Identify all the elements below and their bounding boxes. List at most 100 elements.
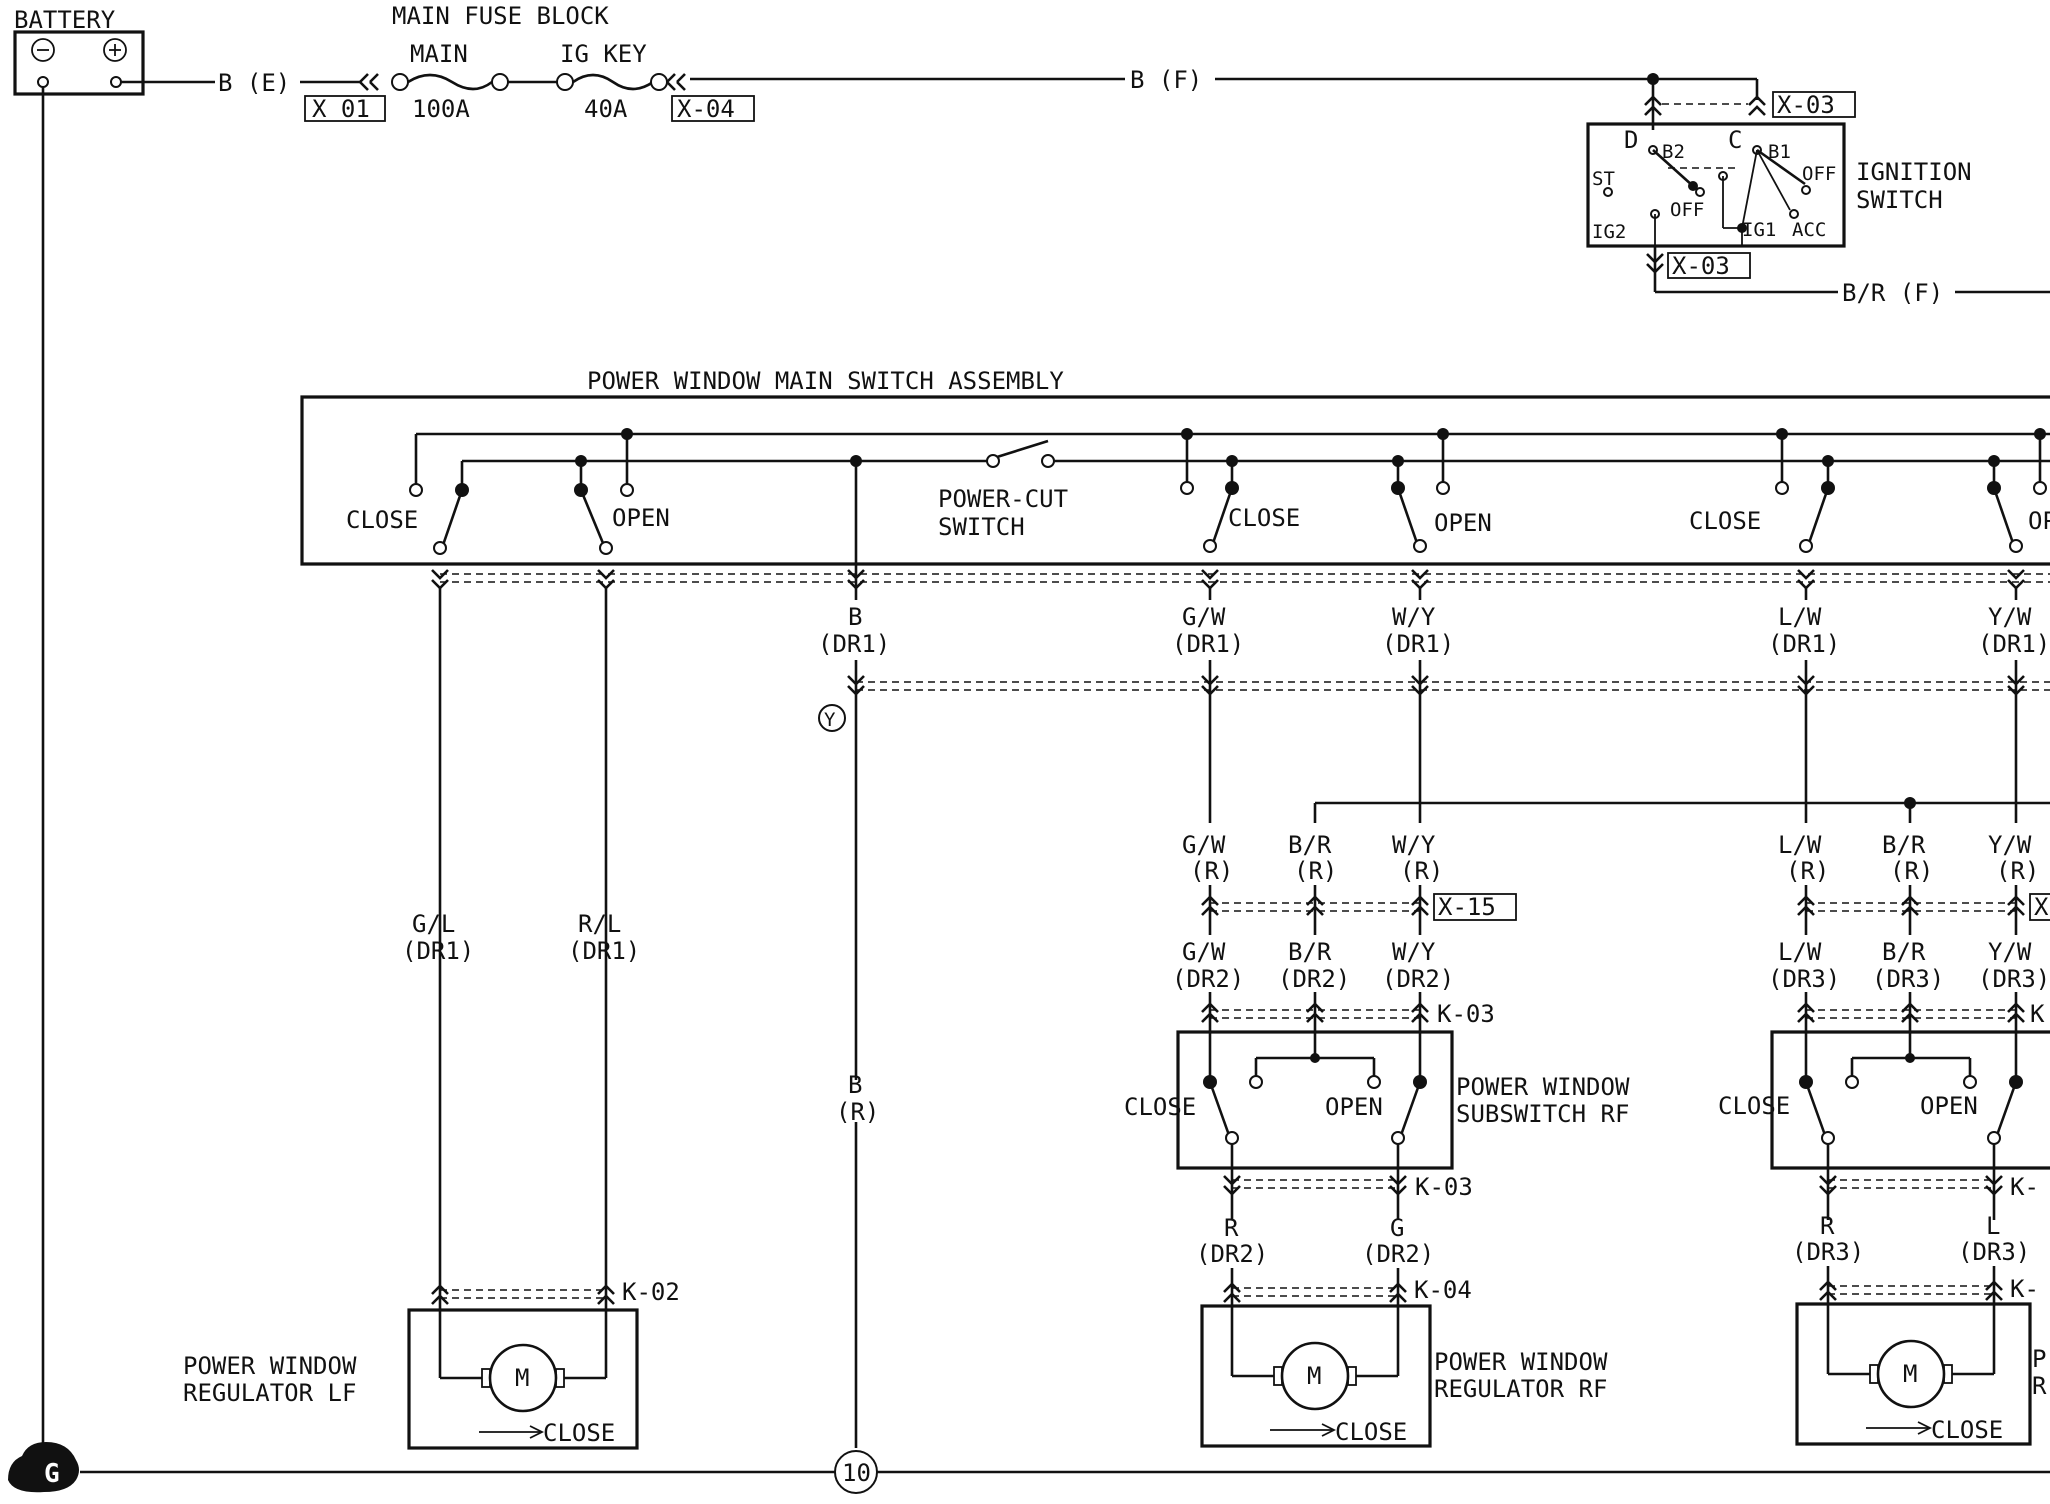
ig-pin-b2: B2	[1662, 141, 1685, 163]
ig-pin-st: ST	[1592, 168, 1615, 190]
wire-gl-dr1-color: G/L	[412, 910, 455, 938]
power-window-subswitch-rf: CLOSE OPEN POWER WINDOW SUBSWITCH RF	[1124, 1030, 1630, 1170]
connector-x01: X 01	[312, 95, 370, 123]
wire-br-dr2-loc: (DR2)	[1278, 965, 1350, 993]
wire-gl-dr1-loc: (DR1)	[402, 937, 474, 965]
ig-pin-ig2: IG2	[1592, 221, 1626, 243]
connector-x15: X-15	[1438, 893, 1496, 921]
main-open-2: OPEN	[1434, 509, 1492, 537]
regulator-lf-title-2: REGULATOR LF	[183, 1379, 356, 1407]
wire-rl-dr1-color: R/L	[578, 910, 621, 938]
regulator-lf-title-1: POWER WINDOW	[183, 1352, 357, 1380]
regulator-rf-motor: M	[1307, 1362, 1321, 1390]
wire-lw-r-color: L/W	[1778, 831, 1822, 859]
wire-lw-dr1-color: L/W	[1778, 603, 1822, 631]
connector-k-c2: K-	[2010, 1173, 2039, 1201]
wire-gw-r-loc: (R)	[1190, 857, 1233, 885]
fuse-main-rating: 100A	[412, 95, 470, 123]
regulator-rf-title-1: POWER WINDOW	[1434, 1348, 1608, 1376]
wire-gw-dr2-color: G/W	[1182, 938, 1226, 966]
subswitch-rf-open: OPEN	[1325, 1093, 1383, 1121]
wire-wy-dr1-loc: (DR1)	[1382, 630, 1454, 658]
fuse-block-title: MAIN FUSE BLOCK	[392, 2, 609, 30]
ig-pin-b1: B1	[1768, 141, 1791, 163]
ig-pin-ig1: IG1	[1742, 219, 1776, 241]
main-close-3: CLOSE	[1689, 507, 1761, 535]
wire-yw-r-color: Y/W	[1988, 831, 2032, 859]
wire-g-dr2-loc: (DR2)	[1362, 1240, 1434, 1268]
wire-br-r2-loc: (R)	[1890, 857, 1933, 885]
fuse-key-rating: 40A	[584, 95, 628, 123]
regulator-3-motor: M	[1903, 1360, 1917, 1388]
wire-wy-dr2-color: W/Y	[1392, 938, 1436, 966]
wire-wy-r-color: W/Y	[1392, 831, 1436, 859]
node-y-label: Y	[824, 709, 836, 731]
wire-br-dr2-color: B/R	[1288, 938, 1332, 966]
ig-pin-c: C	[1728, 126, 1742, 154]
regulator-3-title-1: P	[2032, 1345, 2046, 1373]
wire-br-dr3-loc: (DR3)	[1872, 965, 1944, 993]
wire-gw-dr1-color: G/W	[1182, 603, 1226, 631]
main-open-1: OPEN	[612, 504, 670, 532]
wire-b-dr1-color: B	[848, 603, 862, 631]
power-window-regulator-3: K- M CLOSE P R	[1795, 1275, 2047, 1446]
wire-b-e: B (E)	[218, 69, 290, 97]
subswitch-3-open: OPEN	[1920, 1092, 1978, 1120]
wire-gw-dr1-loc: (DR1)	[1172, 630, 1244, 658]
ig-pin-d: D	[1624, 126, 1638, 154]
ground-label: G	[44, 1459, 60, 1489]
power-window-subswitch-3: CLOSE OPEN	[1718, 1030, 2050, 1170]
regulator-lf-dir: CLOSE	[543, 1419, 615, 1447]
wire-b-dr1-loc: (DR1)	[818, 630, 890, 658]
wire-l-dr3-color: L	[1986, 1212, 2000, 1240]
fuse-key-label: IG KEY	[560, 40, 647, 68]
power-cut-label-2: SWITCH	[938, 513, 1025, 541]
node-10-label: 10	[842, 1459, 871, 1487]
fuse-main-label: MAIN	[410, 40, 468, 68]
wire-br-r-color: B/R	[1288, 831, 1332, 859]
ignition-title-2: SWITCH	[1856, 186, 1943, 214]
regulator-3-title-2: R	[2032, 1372, 2047, 1400]
regulator-3-dir: CLOSE	[1931, 1416, 2003, 1444]
battery-label: BATTERY	[14, 6, 116, 34]
wire-gw-dr2-loc: (DR2)	[1172, 965, 1244, 993]
ig-pin-acc: ACC	[1792, 219, 1826, 241]
subswitch-rf-title-2: SUBSWITCH RF	[1456, 1100, 1629, 1128]
wire-b-r-loc: (R)	[836, 1098, 879, 1126]
wire-wy-dr2-loc: (DR2)	[1382, 965, 1454, 993]
connector-k03-b: K-03	[1415, 1173, 1473, 1201]
power-window-regulator-rf: K-04 M CLOSE POWER WINDOW REGULATOR RF	[1200, 1276, 1608, 1448]
connector-k02: K-02	[622, 1278, 680, 1306]
wire-wy-dr1-color: W/Y	[1392, 603, 1436, 631]
wire-lw-dr3-loc: (DR3)	[1768, 965, 1840, 993]
wire-rl-dr1-loc: (DR1)	[568, 937, 640, 965]
wire-br-r-loc: (R)	[1294, 857, 1337, 885]
regulator-rf-title-2: REGULATOR RF	[1434, 1375, 1607, 1403]
wire-l-dr3-loc: (DR3)	[1958, 1238, 2030, 1266]
subswitch-3-close: CLOSE	[1718, 1092, 1790, 1120]
wire-r-dr3-loc: (DR3)	[1792, 1238, 1864, 1266]
wire-yw-dr1-loc: (DR1)	[1978, 630, 2050, 658]
power-cut-label-1: POWER-CUT	[938, 485, 1068, 513]
battery: BATTERY	[13, 6, 145, 96]
wire-b-r-color: B	[848, 1071, 862, 1099]
wire-r-dr2-color: R	[1224, 1214, 1239, 1242]
regulator-lf-motor: M	[515, 1364, 529, 1392]
wire-wy-r-loc: (R)	[1400, 857, 1443, 885]
wire-r-dr3-color: R	[1820, 1212, 1835, 1240]
power-window-regulator-lf: K-02 M CLOSE POWER WINDOW REGULATOR LF	[183, 1278, 680, 1450]
subswitch-rf-title-1: POWER WINDOW	[1456, 1073, 1630, 1101]
wire-b-f: B (F)	[1130, 66, 1202, 94]
ground-node-10: 10	[834, 1450, 878, 1494]
connector-x03-top: X-03	[1777, 91, 1835, 119]
connector-x03-bot: X-03	[1672, 252, 1730, 280]
power-cut-switch: POWER-CUT SWITCH	[938, 439, 1068, 541]
ignition-title-1: IGNITION	[1856, 158, 1972, 186]
wire-yw-dr3-loc: (DR3)	[1978, 965, 2050, 993]
wire-r-dr2-loc: (DR2)	[1196, 1240, 1268, 1268]
main-fuse-block: MAIN FUSE BLOCK MAIN IG KEY X 01 100A 40…	[304, 2, 755, 123]
ground-symbol: G	[8, 1442, 79, 1493]
wire-br-r2-color: B/R	[1882, 831, 1926, 859]
wire-gw-r-color: G/W	[1182, 831, 1226, 859]
